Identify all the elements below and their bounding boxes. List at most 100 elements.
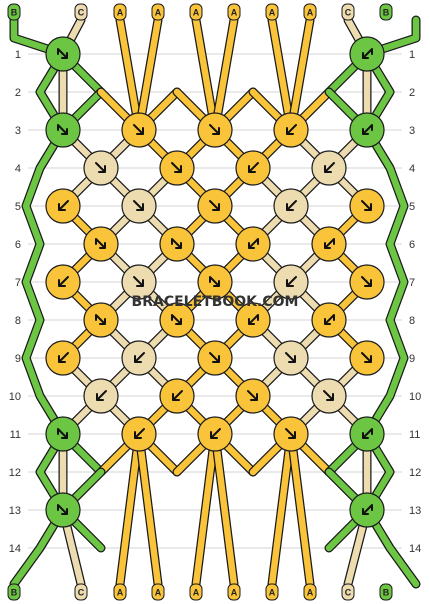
knot-bl <box>349 112 385 148</box>
knot-fr <box>121 188 157 224</box>
top-thread-label-text: A <box>231 8 238 18</box>
knot-fl <box>273 264 309 300</box>
knot-fr <box>197 188 233 224</box>
top-thread-A <box>211 16 238 134</box>
bottom-thread-A <box>268 430 295 588</box>
top-thread-A <box>135 16 162 134</box>
top-thread-A <box>192 16 219 134</box>
left-row-label: 5 <box>15 201 21 213</box>
bottom-thread-label-text: A <box>307 588 314 598</box>
top-thread-label-text: B <box>11 8 18 18</box>
knot-fr <box>311 378 347 414</box>
right-row-label: 11 <box>409 429 420 441</box>
left-row-label: 7 <box>15 277 21 289</box>
knot-arrow-icon <box>209 124 220 135</box>
top-thread-A <box>116 16 143 134</box>
right-row-label: 9 <box>409 353 415 365</box>
right-row-label: 14 <box>409 543 421 555</box>
knot-br <box>45 416 81 452</box>
knot-arrow-icon <box>171 314 182 325</box>
left-row-label: 3 <box>15 125 21 137</box>
knot-fr <box>273 416 309 452</box>
knot-arrow-icon <box>285 352 296 363</box>
bottom-thread-A <box>211 430 238 588</box>
knot-arrow-icon <box>58 200 69 211</box>
top-thread-label-text: A <box>307 8 314 18</box>
knot-bl <box>311 302 347 338</box>
bottom-thread-A <box>192 430 219 588</box>
bottom-thread-label-text: C <box>345 588 352 598</box>
knot-arrow-icon <box>209 200 220 211</box>
top-thread-label: A <box>151 3 165 21</box>
left-row-label: 14 <box>9 543 21 555</box>
bottom-thread-label: A <box>303 583 317 601</box>
knot-br <box>83 302 119 338</box>
top-thread-label: C <box>341 3 355 21</box>
knot-fl <box>45 264 81 300</box>
knot-fr <box>121 264 157 300</box>
bottom-thread-label: C <box>74 583 88 601</box>
knot-fl <box>273 112 309 148</box>
knot-arrow-icon <box>361 200 372 211</box>
knot-fr <box>273 340 309 376</box>
bottom-thread-label-badge <box>7 583 21 601</box>
knot-fl <box>197 416 233 452</box>
knot-arrow-icon <box>172 390 183 401</box>
knot-br <box>159 302 195 338</box>
knot-arrow-icon <box>58 352 69 363</box>
bottom-thread-A <box>116 430 143 588</box>
top-thread-label: A <box>113 3 127 21</box>
top-thread-label-badge <box>341 3 355 21</box>
bottom-thread-label-text: C <box>78 588 85 598</box>
left-border-thread <box>10 16 67 588</box>
bottom-thread-label-badge <box>151 583 165 601</box>
top-thread-label: B <box>379 3 393 21</box>
knot-bl <box>349 416 385 452</box>
bottom-thread-label: A <box>189 583 203 601</box>
knot-arrow-icon <box>95 314 106 325</box>
knot-arrow-icon <box>248 314 259 325</box>
knot-arrow-icon <box>133 200 144 211</box>
bottom-thread-label: A <box>113 583 127 601</box>
top-thread-label-badge <box>379 3 393 21</box>
left-row-label: 9 <box>15 353 21 365</box>
knot-arrow-icon <box>285 428 296 439</box>
top-thread-label-badge <box>7 3 21 21</box>
left-row-label: 13 <box>9 505 21 517</box>
top-thread-label-badge <box>151 3 165 21</box>
right-row-label: 1 <box>409 49 415 61</box>
knot-fl <box>45 340 81 376</box>
knot-arrow-icon <box>362 124 373 135</box>
knot-arrow-icon <box>286 124 297 135</box>
knot-arrow-icon <box>96 390 107 401</box>
bottom-thread-label-badge <box>74 583 88 601</box>
knot-arrow-icon <box>362 48 373 59</box>
right-row-label: 5 <box>409 201 415 213</box>
top-thread-label-badge <box>74 3 88 21</box>
bottom-thread-label-text: A <box>155 588 162 598</box>
bottom-thread-A <box>287 430 314 588</box>
knot-arrow-icon <box>248 162 259 173</box>
right-row-label: 10 <box>409 391 421 403</box>
watermark-text: BRACELETBOOK.COM <box>132 294 299 310</box>
top-thread-label-text: C <box>345 8 352 18</box>
knot-fr <box>197 112 233 148</box>
knot-arrow-icon <box>209 276 220 287</box>
knot-arrow-icon <box>286 276 297 287</box>
knot-fr <box>197 340 233 376</box>
knot-fr <box>349 188 385 224</box>
knot-bl <box>349 492 385 528</box>
top-thread-label-badge <box>265 3 279 21</box>
right-row-label: 12 <box>409 467 421 479</box>
top-thread-label: A <box>303 3 317 21</box>
top-thread-label-text: B <box>383 8 390 18</box>
knot-br <box>45 492 81 528</box>
bottom-thread-label: A <box>265 583 279 601</box>
knot-fr <box>121 112 157 148</box>
knot-fl <box>159 378 195 414</box>
top-thread-label-text: C <box>78 8 85 18</box>
top-thread-label-text: A <box>269 8 276 18</box>
